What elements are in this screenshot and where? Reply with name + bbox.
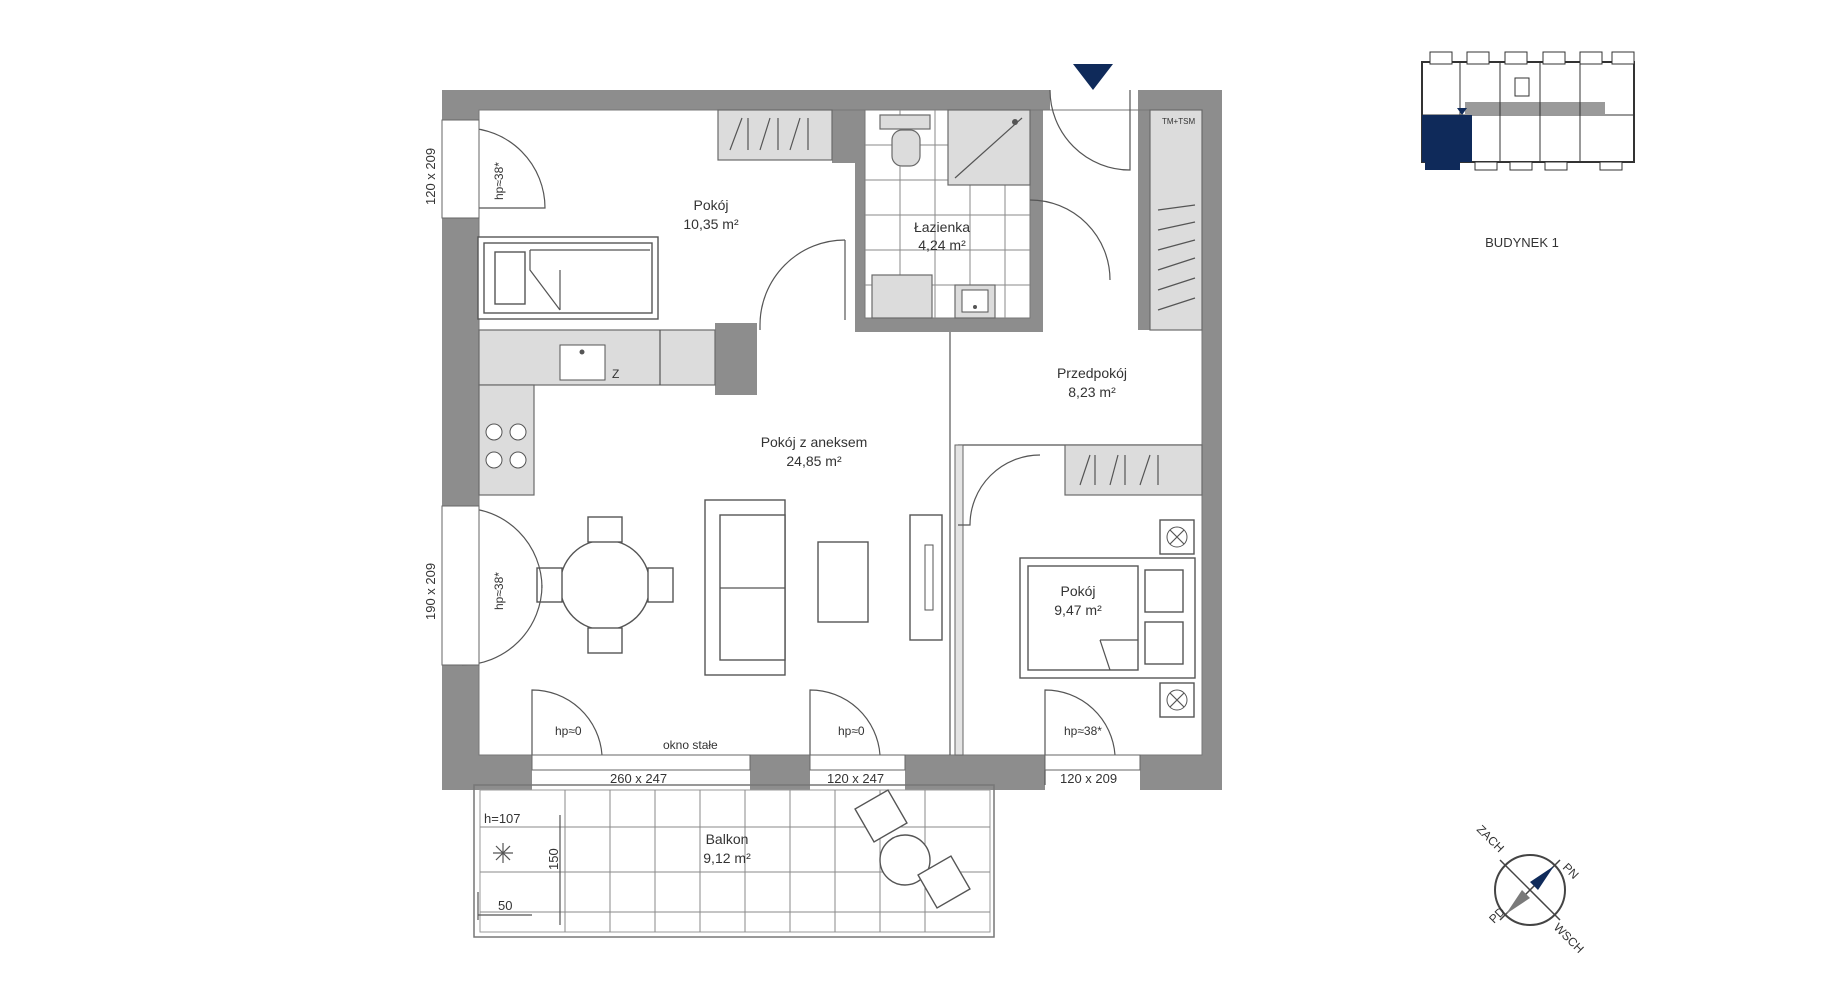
hp-left-top: hp≈38* [492,162,506,200]
hp-bottom-mid: hp≈0 [838,724,865,738]
balcony-depth: 150 [546,848,561,870]
room-name-balkon: Balkon [706,831,749,847]
building-label: BUDYNEK 1 [1485,235,1559,250]
compass-icon: PN WSCH PD ZACH [1474,822,1587,956]
hp-left-bottom: hp≈38* [492,572,506,610]
window-size-bottom-right: 120 x 209 [1060,771,1117,786]
fixed-window-label: okno stałe [663,738,718,752]
toilet [879,114,931,130]
window-size-bottom-mid: 120 x 247 [827,771,884,786]
room-area-pokoj-right: 9,47 m² [1054,602,1102,618]
room-name-pokoj-top: Pokój [693,197,728,213]
window-frames [441,119,1141,771]
kitchen: Z [478,329,716,496]
room-name-przedpokoj: Przedpokój [1057,365,1127,381]
bathroom [864,109,1031,319]
compass-east: WSCH [1551,920,1587,956]
room-labels: Pokój 10,35 m² Łazienka 4,24 m² Przedpok… [683,197,1127,866]
room-name-pokoj-right: Pokój [1060,583,1095,599]
balcony-furniture [854,789,971,909]
ac-unit-icon [493,843,513,863]
washing-machine [871,274,933,319]
room-area-pokoj-top: 10,35 m² [683,216,739,232]
svg-text:Z: Z [612,367,619,381]
radiators [1159,519,1195,718]
closet-note: TM+TSM [1162,117,1195,126]
window-size-left-bottom: 190 x 209 [423,563,438,620]
balcony-height: h=107 [484,811,521,826]
building-keyplan: BUDYNEK 1 [1421,51,1635,250]
bed-top [477,236,659,320]
wardrobe-room [1064,444,1203,496]
wardrobe-top [717,109,833,161]
room-area-pokoj-aneks: 24,85 m² [786,453,842,469]
window-size-left-top: 120 x 209 [423,148,438,205]
balcony-tiles [480,790,990,932]
tv-unit [909,514,943,641]
sofa [704,499,786,676]
room-area-lazienka: 4,24 m² [918,237,966,253]
room-area-balkon: 9,12 m² [703,850,751,866]
balcony-width: 50 [498,898,512,913]
balcony-labels: h=107 150 50 [484,811,561,913]
coffee-table [817,541,869,623]
wardrobe-hall [1149,109,1203,331]
room-name-lazienka: Łazienka [914,219,970,235]
balcony [473,784,995,938]
apartment-highlight [1422,115,1472,162]
room-name-pokoj-aneks: Pokój z aneksem [761,434,868,450]
dining-set [536,516,674,654]
room-area-przedpokoj: 8,23 m² [1068,384,1116,400]
bed-right [1019,557,1196,679]
hp-bottom-left: hp≈0 [555,724,582,738]
window-labels: 120 x 209 190 x 209 hp≈38* hp≈38* hp≈0 o… [423,148,1117,786]
window-size-bottom-large: 260 x 247 [610,771,667,786]
compass-west: ZACH [1474,822,1507,855]
cooktop [485,423,527,469]
wardrobes: TM+TSM [717,109,1203,496]
hp-bottom-right: hp≈38* [1064,724,1102,738]
entrance-arrow-icon [1073,64,1113,90]
walls [442,90,1222,790]
